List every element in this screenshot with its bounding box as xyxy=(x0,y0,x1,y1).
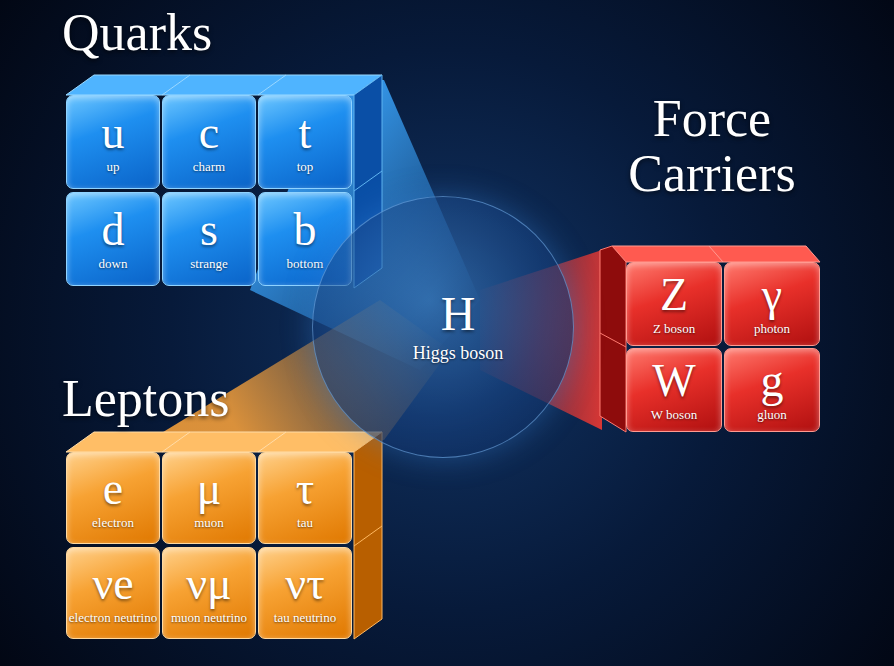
particle-symbol: u xyxy=(102,110,125,156)
cube-edge xyxy=(162,432,190,452)
particle-symbol: c xyxy=(199,110,219,156)
particle-symbol: s xyxy=(200,207,218,253)
particle-cube: c charm xyxy=(162,95,256,189)
particle-name: muon xyxy=(194,516,224,530)
cube-edge xyxy=(600,333,626,347)
particle-cube: νe electron neutrino xyxy=(66,547,160,639)
particle-symbol: b xyxy=(294,207,317,253)
particle-cube: Z Z boson xyxy=(626,262,722,346)
particle-group: Force CarriersZ Z boson γ photonW W boson g gl… xyxy=(592,92,832,437)
particle-name: W boson xyxy=(651,408,697,422)
particle-name: strange xyxy=(190,257,228,271)
cube-edge xyxy=(258,75,286,95)
particle-symbol: g xyxy=(761,358,784,404)
particle-cube: γ photon xyxy=(724,262,820,346)
particle-symbol: Z xyxy=(660,272,688,318)
particle-name: Higgs boson xyxy=(413,344,504,364)
higgs-sphere: H Higgs boson xyxy=(312,196,574,458)
particle-name: muon neutrino xyxy=(171,611,247,625)
group-heading: Force Carriers xyxy=(592,92,832,201)
particle-cube: t top xyxy=(258,95,352,189)
particle-symbol: γ xyxy=(762,272,782,318)
cube-edge xyxy=(354,171,382,191)
group-heading: Leptons xyxy=(62,372,230,427)
particle-cube: d down xyxy=(66,192,160,286)
particle-name: tau xyxy=(297,516,313,530)
particle-symbol: d xyxy=(102,207,125,253)
particle-cube: μ muon xyxy=(162,452,256,544)
particle-name: top xyxy=(297,160,314,174)
particle-name: photon xyxy=(754,322,790,336)
cube-edge xyxy=(162,75,190,95)
particle-name: gluon xyxy=(757,408,787,422)
particle-name: electron xyxy=(92,516,134,530)
particle-cube: ντ tau neutrino xyxy=(258,547,352,639)
cube-edge xyxy=(258,432,286,452)
particle-cube: s strange xyxy=(162,192,256,286)
particle-symbol: ντ xyxy=(285,561,324,607)
particle-symbol: e xyxy=(103,466,123,512)
cube-edge xyxy=(709,246,723,262)
particle-name: electron neutrino xyxy=(69,611,157,625)
group-heading: Quarks xyxy=(62,6,212,61)
cube-top-face xyxy=(66,432,382,452)
particle-cube: νμ muon neutrino xyxy=(162,547,256,639)
particle-symbol: W xyxy=(652,358,695,404)
particle-name: charm xyxy=(193,160,225,174)
particle-name: bottom xyxy=(287,257,324,271)
particle-symbol: τ xyxy=(296,466,315,512)
particle-cube: W W boson xyxy=(626,348,722,432)
particle-group: Leptons e electron μ muon τ tau νe electron neut… xyxy=(62,372,392,662)
particle-symbol: μ xyxy=(197,466,222,512)
particle-cube: τ tau xyxy=(258,452,352,544)
particle-cube: e electron xyxy=(66,452,160,544)
particle-symbol: νe xyxy=(92,561,133,607)
particle-cube: g gluon xyxy=(724,348,820,432)
cube-top-face xyxy=(612,246,820,262)
particle-name: down xyxy=(99,257,128,271)
particle-symbol: νμ xyxy=(186,561,231,607)
particle-name: tau neutrino xyxy=(274,611,336,625)
particle-symbol: H xyxy=(441,290,476,338)
particle-name: up xyxy=(107,160,120,174)
particle-name: Z boson xyxy=(653,322,695,336)
cube-edge xyxy=(354,526,382,546)
particle-cube: u up xyxy=(66,95,160,189)
particle-symbol: t xyxy=(299,110,312,156)
cube-side-face xyxy=(354,432,382,639)
cube-top-face xyxy=(66,75,382,95)
cube-side-face xyxy=(600,246,626,432)
